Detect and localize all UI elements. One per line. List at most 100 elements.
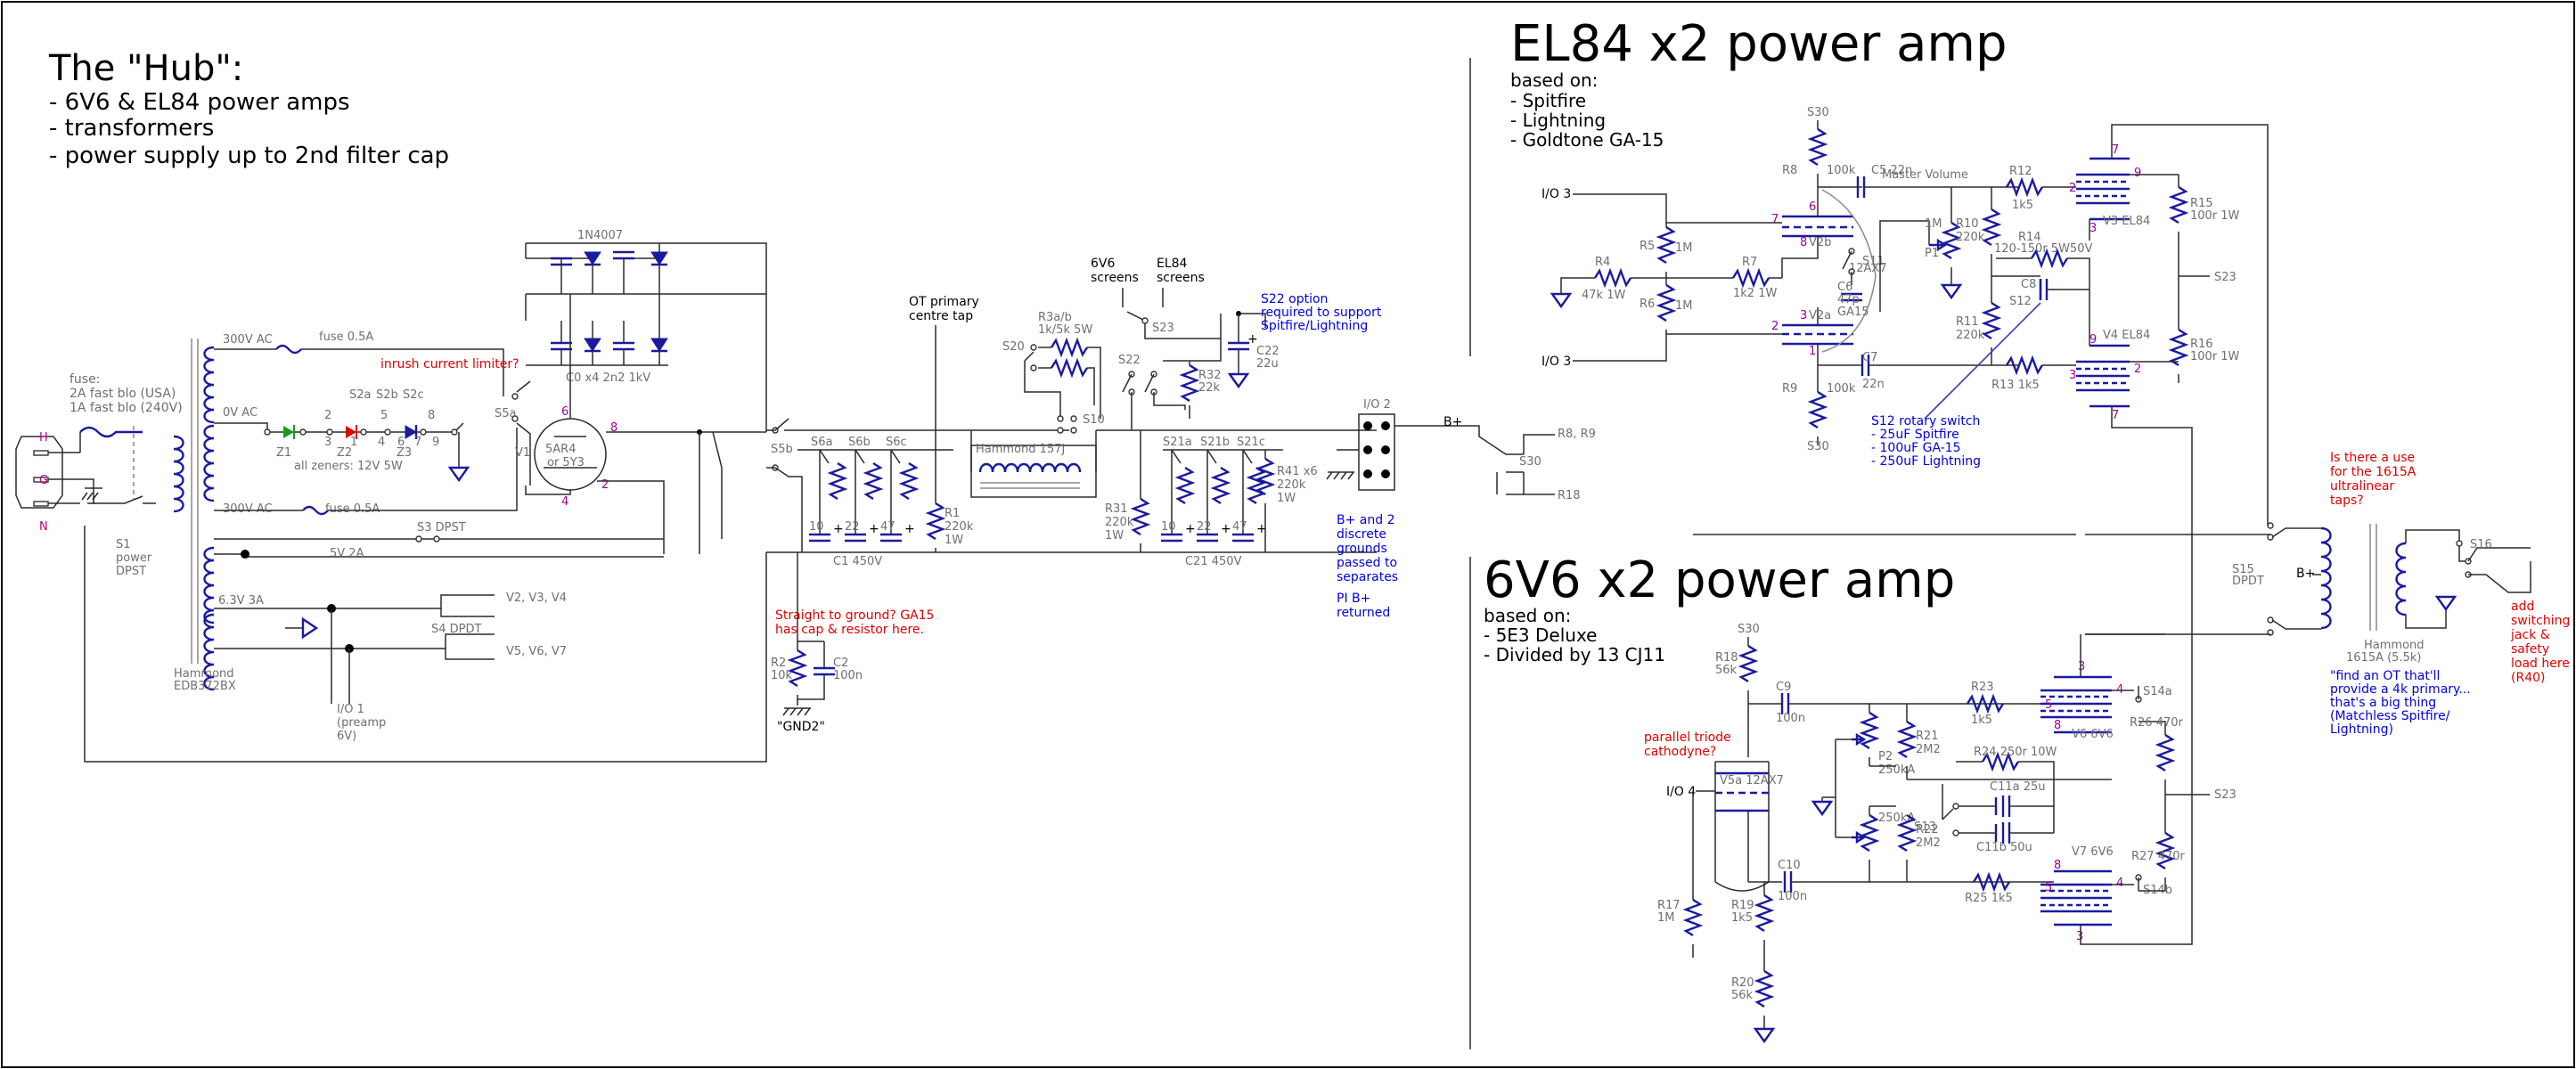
jack-note-4: safety <box>2511 642 2549 657</box>
r31-label-2: 220k <box>1105 516 1134 529</box>
r21-label-1: R21 <box>1916 730 1939 743</box>
r18-label-2: 56k <box>1715 664 1738 677</box>
s12-note-4: - 250uF Lightning <box>1871 454 1981 469</box>
ax7-label: 12AX7 <box>1849 262 1887 275</box>
r16-label-1: R16 <box>2190 338 2213 351</box>
cap2-22-label: 22 <box>1197 520 1212 534</box>
r2-label-1: R2 <box>771 657 786 670</box>
c6-label-1: C6 <box>1837 281 1852 294</box>
c2-label-1: C2 <box>833 657 848 670</box>
ot-bplus-label: B+ <box>2296 567 2315 581</box>
sw-num-8: 8 <box>428 409 435 422</box>
v6-pin-5: 5 <box>2045 698 2052 712</box>
v1-pin-6: 6 <box>561 405 568 419</box>
io3a-label: I/O 3 <box>1542 187 1571 201</box>
r3-label-1: R3a/b <box>1038 311 1072 324</box>
s30b-label: S30 <box>1807 440 1829 453</box>
v4-pin-9: 2 <box>2134 363 2141 376</box>
plus-6: + <box>1256 522 1267 536</box>
pt-0v: 0V AC <box>223 406 258 420</box>
v63-label: 6.3V 3A <box>218 594 264 608</box>
zener-z2 <box>346 425 357 439</box>
c1-label: C1 450V <box>833 555 882 568</box>
v2-pin-7: 7 <box>1771 213 1779 226</box>
s2a-label: S2a <box>349 388 372 402</box>
r13-label: R13 1k5 <box>1991 379 2040 392</box>
io1-label-1: I/O 1 <box>337 703 364 716</box>
v2-pin-8: 8 <box>1800 236 1807 249</box>
r9-value: 100k <box>1827 382 1856 396</box>
ot-note-5: Lightning) <box>2330 722 2393 737</box>
r8-value: 100k <box>1827 164 1856 177</box>
parallel-note-2: cathodyne? <box>1644 745 1716 759</box>
s15-label-2: DPDT <box>2232 575 2264 588</box>
c21-label: C21 450V <box>1185 555 1242 568</box>
plus-5: + <box>1221 522 1231 536</box>
r89-label: R8, R9 <box>1558 428 1596 441</box>
c22-label-2: 22u <box>1256 357 1279 371</box>
hammond-ot-1: Hammond <box>2364 639 2425 652</box>
s21b-label: S21b <box>1200 436 1230 449</box>
cap2-47-label: 47 <box>1232 520 1247 534</box>
s30-supply-label: S30 <box>1519 455 1542 469</box>
ot-question-2: for the 1615A <box>2330 465 2417 479</box>
hub-title: The "Hub": <box>48 48 243 89</box>
s13-label: S13 <box>1914 820 1936 834</box>
s12-note-1: S12 rotary switch <box>1871 414 1980 428</box>
r1-label-3: 1W <box>945 534 963 547</box>
p1-label-1: 1M <box>1925 217 1942 231</box>
s22-note-3: Spitfire/Lightning <box>1261 319 1368 333</box>
s5b-label: S5b <box>771 443 793 456</box>
r12-value: 1k5 <box>2012 199 2033 212</box>
r5-label: R5 <box>1640 240 1655 253</box>
s22-note-2: required to support <box>1261 306 1382 320</box>
v4-pin-7: 7 <box>2112 409 2119 422</box>
s6b-label: S6b <box>848 436 871 449</box>
zener-z3 <box>405 425 418 439</box>
s23-el84-label: S23 <box>2214 271 2237 284</box>
el84-line-2: - Lightning <box>1510 110 1606 131</box>
io1-label-2: (preamp <box>337 716 386 730</box>
v2a-label: V2a <box>1809 309 1831 322</box>
s23-v6-label: S23 <box>2214 788 2237 802</box>
v6-s30-label: S30 <box>1738 623 1760 636</box>
s12-label: S12 <box>2009 295 2032 308</box>
r7-value: 1k2 1W <box>1733 287 1777 300</box>
p2-label-1: P2 <box>1878 750 1893 763</box>
plus-2: + <box>869 522 879 536</box>
v7-pin-8: 8 <box>2054 859 2061 872</box>
mains-input: fuse: 2A fast blo (USA) 1A fast blo (240… <box>15 372 767 763</box>
v2-pin-3: 3 <box>1800 309 1807 322</box>
hub-line-2: - transformers <box>49 115 214 142</box>
sw-num-4: 4 <box>378 436 385 449</box>
ot-question-3: ultralinear <box>2330 479 2394 494</box>
fuse-b-label: fuse 0.5A <box>325 502 380 516</box>
plus-1: + <box>833 522 844 536</box>
p2b-label: 250kA <box>1878 812 1915 825</box>
io2-note-4: passed to <box>1337 556 1397 570</box>
r4-value: 47k 1W <box>1582 289 1625 302</box>
r32-label-1: R32 <box>1198 369 1222 382</box>
v6-based-on: based on: <box>1484 605 1571 626</box>
v6-line-1: - 5E3 Deluxe <box>1484 624 1597 646</box>
r10-label-1: R10 <box>1956 217 1979 231</box>
tube-label-2: or 5Y3 <box>547 456 585 469</box>
el84-based-on: based on: <box>1510 69 1598 91</box>
el84-line-3: - Goldtone GA-15 <box>1510 129 1664 151</box>
s21a-label: S21a <box>1163 436 1192 449</box>
s12-note-2: - 25uF Spitfire <box>1871 428 1959 442</box>
r32-label-2: 22k <box>1198 381 1221 395</box>
power-transformer: Hammond EDB372BX 300V AC 0V AC 300V AC f… <box>172 330 665 743</box>
inrush-note: inrush current limiter? <box>380 357 519 371</box>
s6c-label: S6c <box>886 436 907 449</box>
r26-label: R26 470r <box>2130 716 2184 730</box>
line-n: N <box>39 520 48 534</box>
s20-label: S20 <box>1002 340 1025 354</box>
sw-num-5: 5 <box>380 409 388 422</box>
r7-label: R7 <box>1742 256 1757 269</box>
r19-label-2: 1k5 <box>1731 911 1753 925</box>
jack-note-3: jack & <box>2510 628 2550 642</box>
r31-label-3: 1W <box>1105 529 1124 543</box>
v1-pin-4: 4 <box>561 495 568 509</box>
s22-label: S22 <box>1118 354 1141 367</box>
